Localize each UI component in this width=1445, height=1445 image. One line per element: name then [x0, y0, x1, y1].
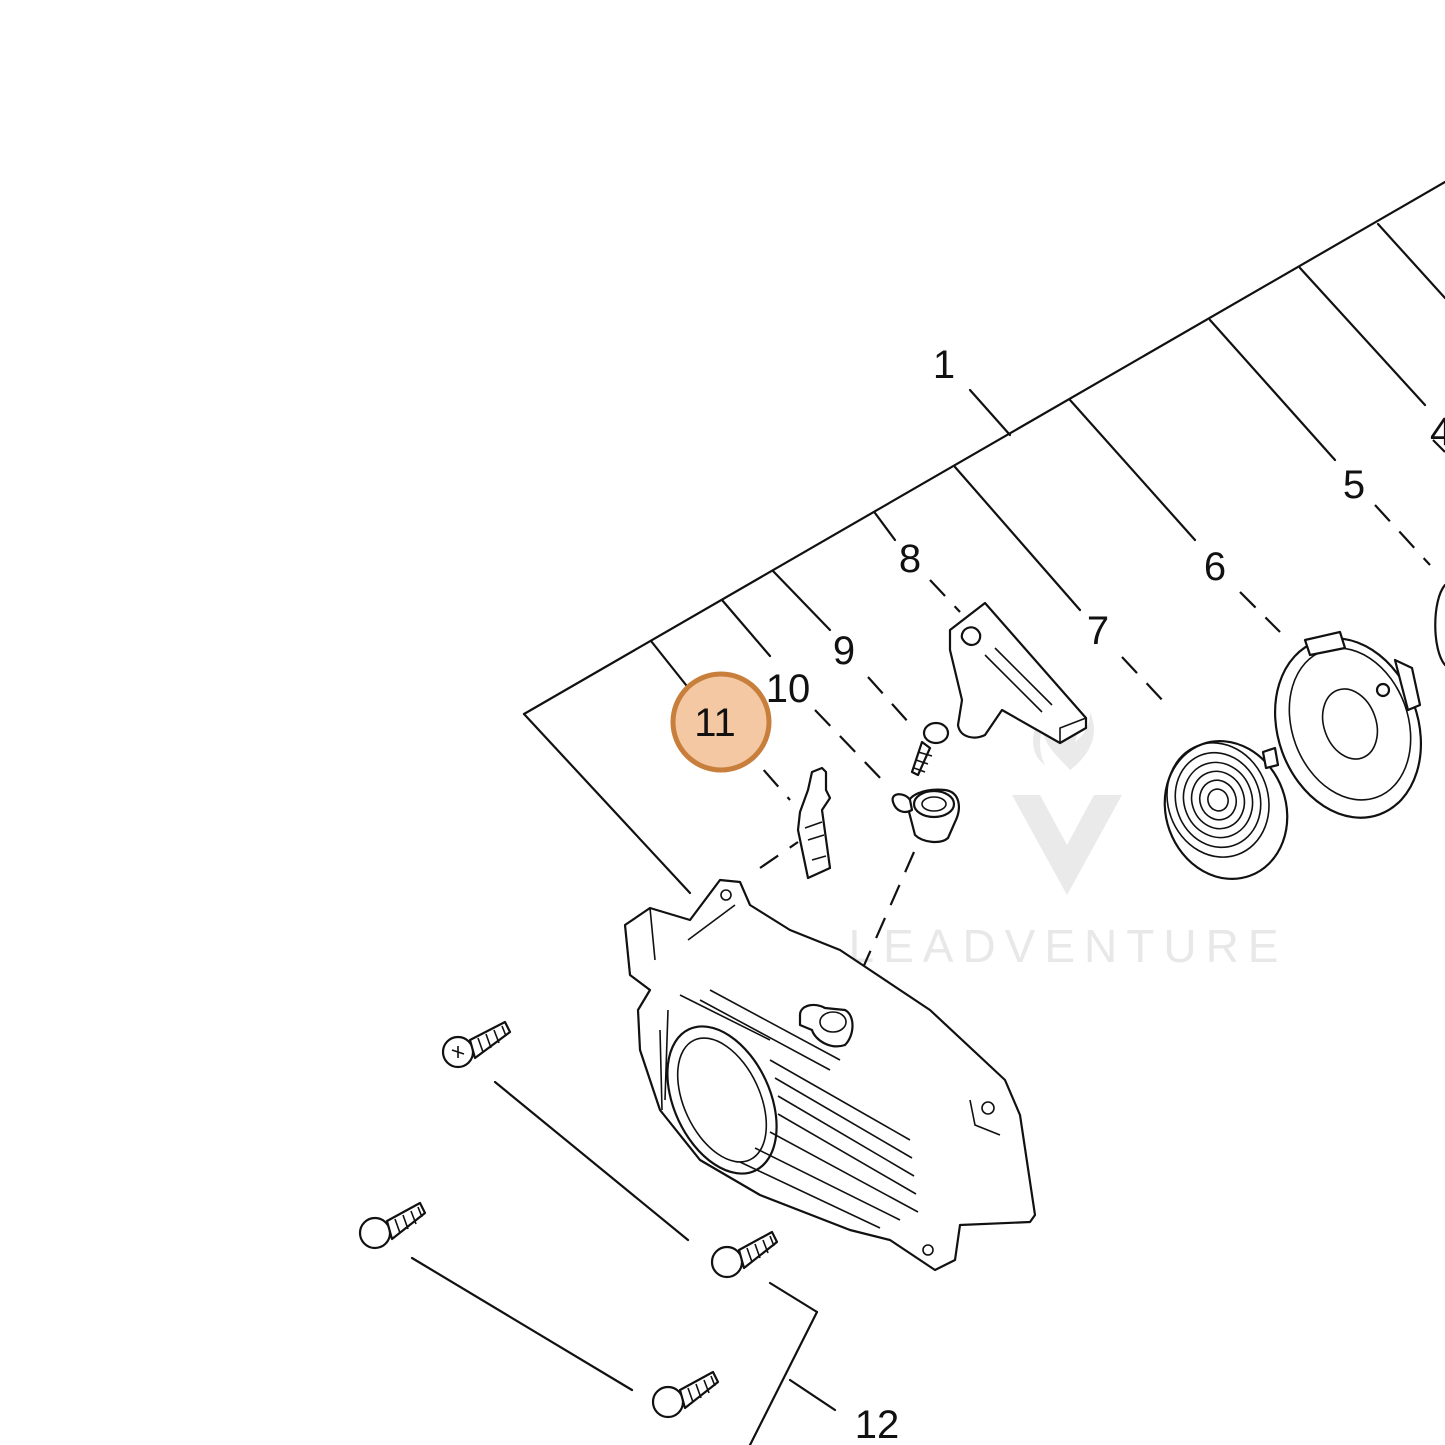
part-screws[interactable] [358, 1020, 779, 1419]
callout-12[interactable]: 12 [855, 1403, 900, 1445]
part-pulley[interactable] [1251, 618, 1445, 839]
callout-5[interactable]: 5 [1343, 463, 1365, 507]
watermark-text: LEADVENTURE [849, 920, 1288, 972]
part-spring[interactable] [1146, 724, 1307, 897]
leader-lines [410, 180, 1445, 1445]
screw-12d[interactable] [651, 1370, 720, 1419]
callout-labels: 1 4 5 6 7 8 9 10 11 12 [694, 343, 1445, 1445]
part-collar[interactable] [891, 788, 960, 844]
callout-7[interactable]: 7 [1087, 609, 1109, 653]
callout-6[interactable]: 6 [1204, 545, 1226, 589]
part-handle[interactable] [948, 601, 1088, 745]
screw-12c[interactable] [358, 1201, 427, 1250]
callout-4[interactable]: 4 [1430, 410, 1445, 454]
callout-11[interactable]: 11 [694, 701, 736, 745]
callout-highlight [670, 671, 772, 773]
part-edge-partial [1434, 583, 1445, 667]
screw-12b[interactable] [710, 1230, 779, 1279]
part-pawl[interactable] [796, 766, 832, 880]
callout-9[interactable]: 9 [833, 629, 855, 673]
callout-10[interactable]: 10 [766, 667, 811, 711]
callout-1[interactable]: 1 [933, 343, 955, 387]
part-screw-9[interactable] [910, 721, 950, 777]
callout-8[interactable]: 8 [899, 537, 921, 581]
cover-grille [659, 989, 919, 1229]
part-starter-cover[interactable] [623, 878, 1037, 1272]
screw-12a[interactable] [441, 1020, 512, 1069]
